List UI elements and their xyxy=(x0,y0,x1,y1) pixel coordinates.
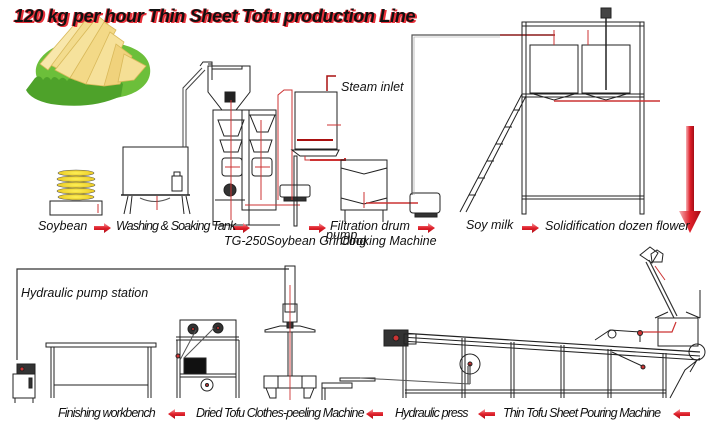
right-arrow-icon xyxy=(94,223,111,233)
stage-label-filtration: Filtration drum xyxy=(330,219,410,233)
stage-label-cooking: Cooking Machine xyxy=(340,234,437,248)
hydraulic-pump-station-label: Hydraulic pump station xyxy=(21,286,149,300)
stage-label-pouring: Thin Tofu Sheet Pouring Machine xyxy=(503,406,661,420)
finishing-workbench xyxy=(45,342,157,398)
down-arrow-icon xyxy=(679,126,701,233)
hydraulic-press xyxy=(263,265,317,400)
hydraulic-pipe xyxy=(16,268,289,360)
right-arrow-icon xyxy=(418,223,435,233)
left-arrow-icon xyxy=(478,409,495,419)
pouring-machine xyxy=(321,246,706,400)
stage-label-soybean: Soybean xyxy=(38,219,88,233)
washing-soaking-tank xyxy=(121,67,206,215)
filtration-drum xyxy=(340,34,500,222)
stage-label-soymilk: Soy milk xyxy=(466,218,514,232)
right-arrow-icon xyxy=(309,223,326,233)
right-arrow-icon xyxy=(522,223,539,233)
right-arrow-icon xyxy=(233,223,250,233)
stage-label-finishing: Finishing workbench xyxy=(58,406,156,420)
steam-inlet-label: Steam inlet xyxy=(341,80,404,94)
stage-label-solidification: Solidification dozen flower xyxy=(545,219,690,233)
peeling-machine xyxy=(175,319,240,398)
left-arrow-icon xyxy=(366,409,383,419)
cooking-machine xyxy=(290,75,346,227)
stage-label-washing: Washing & Soaking Tank xyxy=(116,219,236,233)
stage-label-grinding: TG-250Soybean Grinding xyxy=(224,234,367,248)
soybean-stack-icon xyxy=(49,169,103,216)
stage-label-peeling: Dried Tofu Clothes-peeling Machine xyxy=(196,406,365,420)
left-arrow-icon xyxy=(673,409,690,419)
solidification-tower xyxy=(459,7,660,215)
stage-label-press: Hydraulic press xyxy=(395,406,469,420)
hydraulic-pump-station xyxy=(12,363,36,403)
vessel-icon xyxy=(650,249,664,263)
tofu-sheet-image xyxy=(26,11,151,106)
grinding-machine xyxy=(199,61,311,226)
page-title: 120 kg per hour Thin Sheet Tofu producti… xyxy=(14,6,416,26)
stage-label-pump: pump xyxy=(326,228,358,242)
left-arrow-icon xyxy=(168,409,185,419)
